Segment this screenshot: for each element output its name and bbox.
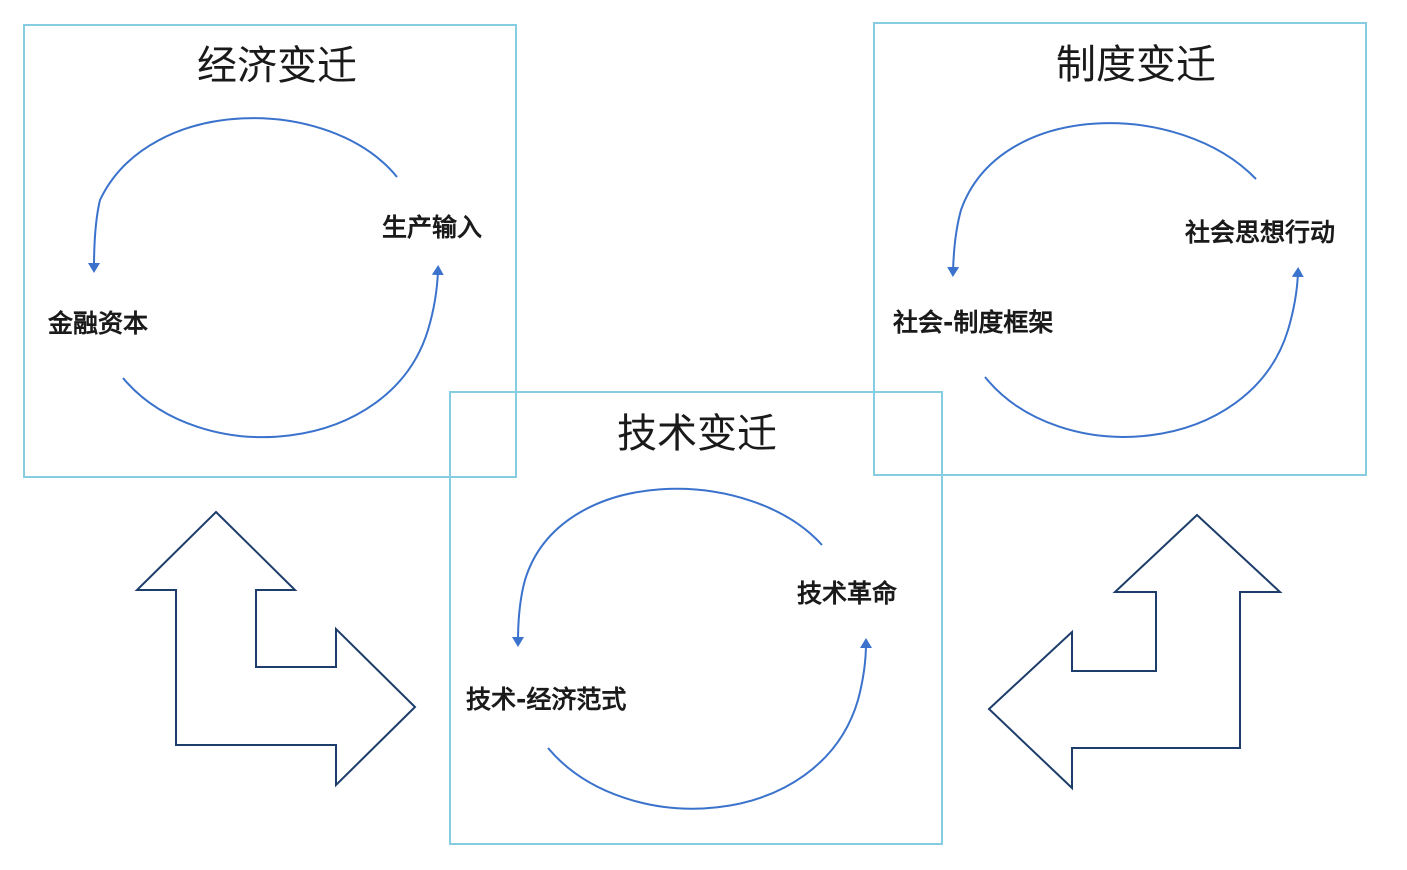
production-input-label: 生产输入 xyxy=(382,213,483,242)
socio-institutional-framework-label: 社会-制度框架 xyxy=(893,308,1054,337)
social-ideas-action-label: 社会思想行动 xyxy=(1185,218,1336,247)
technical-change-title: 技术变迁 xyxy=(617,411,777,457)
technical-cycle-top-arc xyxy=(512,487,823,647)
economic-change-box xyxy=(23,24,517,478)
financial-capital-label: 金融资本 xyxy=(48,309,149,338)
left-bidirectional-arrow xyxy=(134,510,417,788)
technical-cycle-bottom-arc xyxy=(547,638,872,810)
institutional-change-box xyxy=(873,22,1367,476)
economic-cycle-top-arc xyxy=(88,117,398,273)
technological-revolution-label: 技术革命 xyxy=(797,579,898,608)
institutional-change-title: 制度变迁 xyxy=(1056,42,1216,88)
economic-change-title: 经济变迁 xyxy=(197,43,357,89)
institutional-cycle-top-arc xyxy=(947,122,1257,277)
techno-economic-paradigm-label: 技术-经济范式 xyxy=(466,685,627,714)
technical-change-box xyxy=(449,391,943,845)
right-bidirectional-arrow xyxy=(987,513,1283,791)
institutional-cycle-bottom-arc xyxy=(984,267,1304,438)
economic-cycle-bottom-arc xyxy=(122,265,444,438)
